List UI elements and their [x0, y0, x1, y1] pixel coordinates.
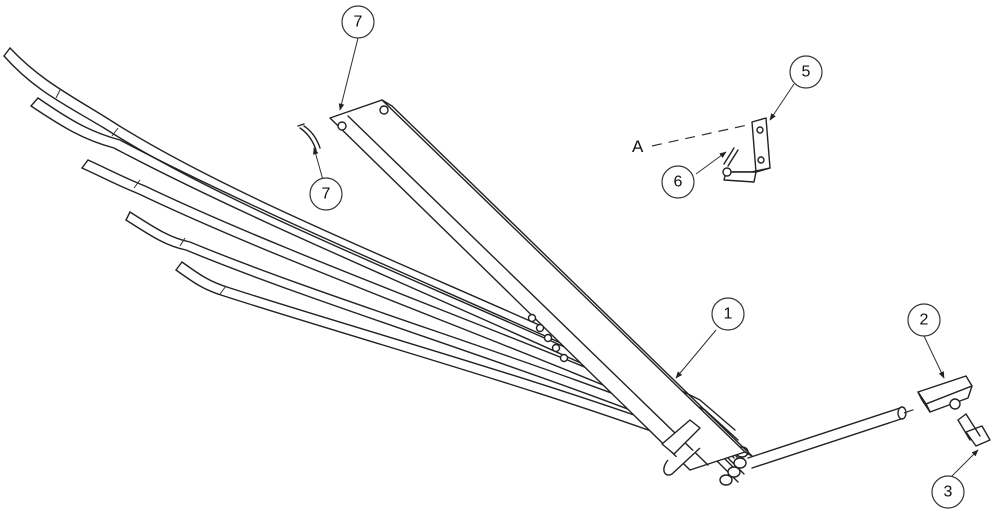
leader-lines [313, 37, 979, 477]
bolt-part [957, 413, 991, 447]
callout-5: 5 [789, 55, 823, 89]
callout-6-circle [661, 165, 695, 199]
frame-bar [329, 99, 753, 476]
callout-2-label: 2 [920, 312, 929, 329]
callout-1-label: 1 [724, 306, 733, 323]
callout-1: 1 [711, 297, 745, 331]
callout-3-circle [931, 475, 965, 509]
callout-5-label: 5 [802, 64, 811, 81]
callout-5-circle [789, 55, 823, 89]
callout-2: 2 [907, 303, 941, 337]
reference-label: A [632, 137, 644, 156]
callout-1-circle [711, 297, 745, 331]
callout-7-left-circle [309, 177, 343, 211]
callout-7-top-label: 7 [354, 14, 363, 31]
bracket-part [722, 117, 771, 183]
pin-part [297, 123, 321, 151]
callout-7-top: 7 [341, 5, 375, 39]
reference-line-a: A [632, 123, 753, 156]
callout-3: 3 [931, 475, 965, 509]
callout-6-label: 6 [674, 174, 683, 191]
clamp-part [917, 375, 973, 413]
callout-2-circle [907, 303, 941, 337]
callout-3-label: 3 [944, 484, 953, 501]
callout-6: 6 [661, 165, 695, 199]
callout-7-top-circle [341, 5, 375, 39]
callout-7-left: 7 [309, 177, 343, 211]
callout-7-left-label: 7 [322, 186, 331, 203]
shaft [747, 406, 919, 469]
